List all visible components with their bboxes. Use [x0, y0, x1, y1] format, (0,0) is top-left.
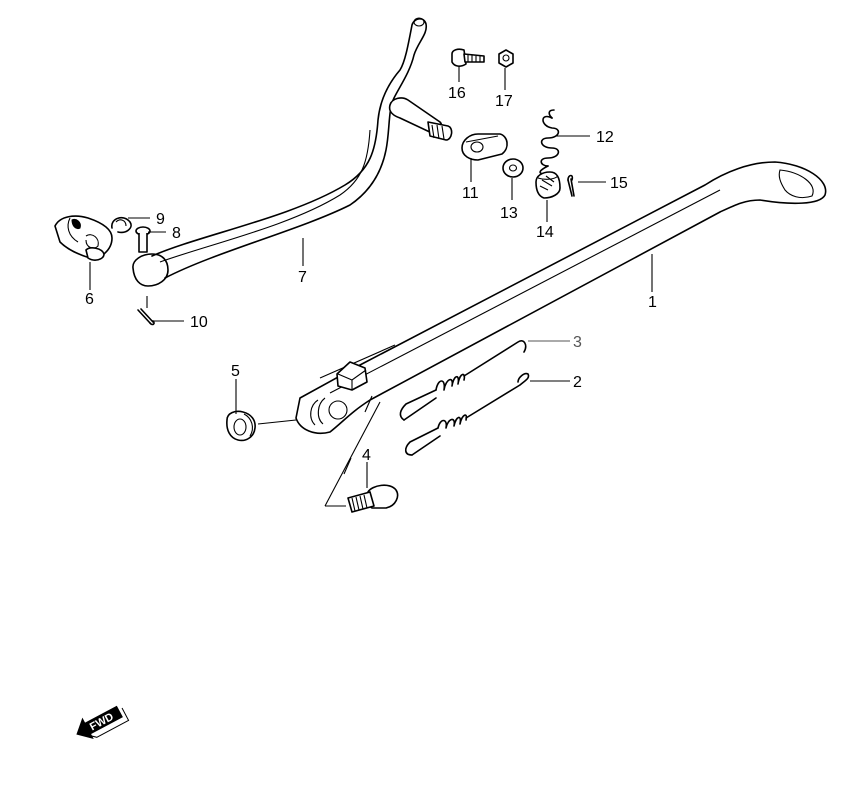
callout-9: 9	[156, 211, 165, 228]
flat-washer[interactable]	[502, 158, 524, 178]
nut[interactable]	[226, 410, 256, 442]
callout-13: 13	[500, 205, 518, 222]
clamp-bracket[interactable]	[54, 215, 113, 261]
pivot-bolt[interactable]	[347, 484, 399, 513]
castle-nut[interactable]	[535, 171, 561, 199]
callout-6: 6	[85, 291, 94, 308]
callout-labels: 1 2 3 4 5 6 7 8 9 10 11 12 13 14 15 16 1…	[85, 85, 657, 464]
callout-15: 15	[610, 175, 628, 192]
callout-4: 4	[362, 447, 371, 464]
hex-nut[interactable]	[498, 49, 514, 68]
link-plate[interactable]	[461, 133, 508, 161]
callout-5: 5	[231, 363, 240, 380]
spring-washer[interactable]	[111, 216, 132, 234]
cotter-pin-lower[interactable]	[137, 308, 155, 326]
hex-bolt[interactable]	[451, 48, 485, 67]
fwd-arrow-icon: FWD	[76, 705, 130, 740]
callout-11: 11	[462, 185, 479, 202]
brake-pedal[interactable]	[132, 17, 453, 287]
callout-12: 12	[596, 129, 614, 146]
callout-17: 17	[495, 93, 513, 110]
callout-7: 7	[298, 269, 307, 286]
side-stand[interactable]	[295, 161, 827, 434]
spring-lower[interactable]	[404, 372, 530, 456]
callout-10: 10	[190, 314, 208, 331]
coil-spring[interactable]	[539, 109, 560, 175]
callout-3: 3	[573, 334, 582, 351]
callout-1: 1	[648, 294, 657, 311]
callout-2: 2	[573, 374, 582, 391]
callout-8: 8	[172, 225, 181, 242]
cotter-pin-upper[interactable]	[567, 174, 575, 197]
callout-16: 16	[448, 85, 466, 102]
callout-14: 14	[536, 224, 554, 241]
spring-upper[interactable]	[399, 340, 527, 421]
leader-lines	[89, 66, 653, 507]
pedal-pin[interactable]	[135, 226, 151, 253]
